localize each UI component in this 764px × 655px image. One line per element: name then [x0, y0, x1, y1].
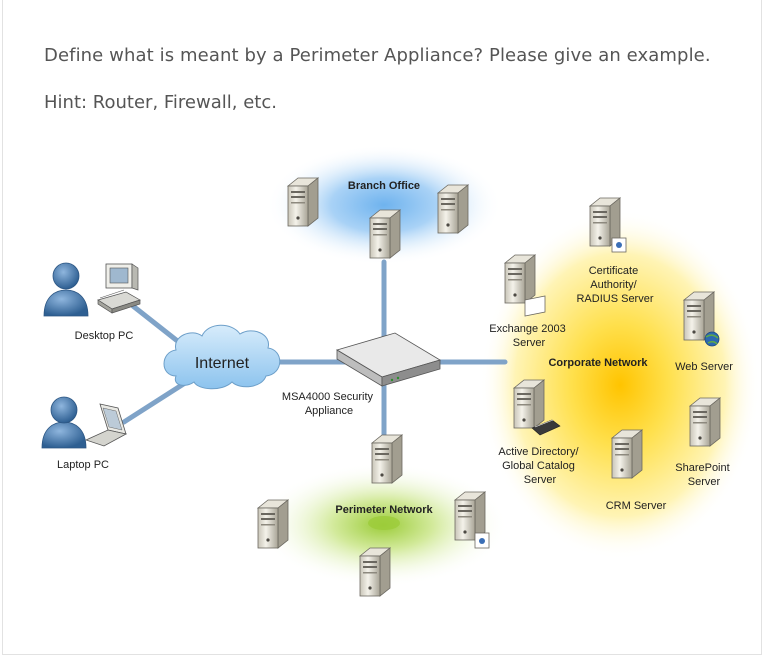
perimeter-core — [368, 516, 400, 530]
laptop-user — [41, 396, 87, 449]
desktop-pc-label: Desktop PC — [75, 330, 134, 342]
desktop-user — [43, 262, 89, 317]
sharepoint-label: SharePoint Server — [675, 462, 733, 488]
laptop-pc-label: Laptop PC — [57, 459, 109, 471]
question-text: Define what is meant by a Perimeter Appl… — [44, 45, 711, 66]
branch-office-label: Branch Office — [348, 180, 420, 192]
branch-server-left — [287, 177, 319, 227]
branch-server-right — [437, 184, 469, 234]
exchange-mail-icon — [524, 295, 546, 317]
web-server-label: Web Server — [675, 361, 733, 373]
network-links — [121, 259, 508, 443]
crm-server-label: CRM Server — [606, 500, 667, 512]
crm-server — [611, 429, 643, 479]
certificate-seal-icon — [616, 242, 622, 248]
branch-server-center — [369, 209, 401, 259]
security-appliance — [336, 332, 441, 387]
desktop-computer-icon — [97, 263, 141, 314]
appliance-label: MSA4000 Security Appliance — [282, 391, 376, 417]
exchange-server — [504, 254, 536, 304]
active-directory-server — [513, 379, 545, 429]
exchange-label: Exchange 2003 Server — [489, 323, 569, 349]
corporate-network-label: Corporate Network — [548, 357, 648, 369]
ca-label: Certificate Authority/ RADIUS Server — [576, 265, 653, 305]
hint-text: Hint: Router, Firewall, etc. — [44, 92, 277, 113]
perimeter-server-left — [257, 499, 289, 549]
laptop-icon — [84, 403, 128, 447]
perimeter-server-bottom — [359, 547, 391, 597]
perimeter-network-label: Perimeter Network — [335, 504, 433, 516]
sharepoint-server — [689, 397, 721, 447]
internet-cloud — [163, 324, 281, 390]
active-directory-label: Active Directory/ Global Catalog Server — [498, 446, 581, 486]
internet-label: Internet — [195, 355, 250, 372]
perimeter-server-top — [371, 434, 403, 484]
branch-office-glow — [266, 145, 502, 265]
